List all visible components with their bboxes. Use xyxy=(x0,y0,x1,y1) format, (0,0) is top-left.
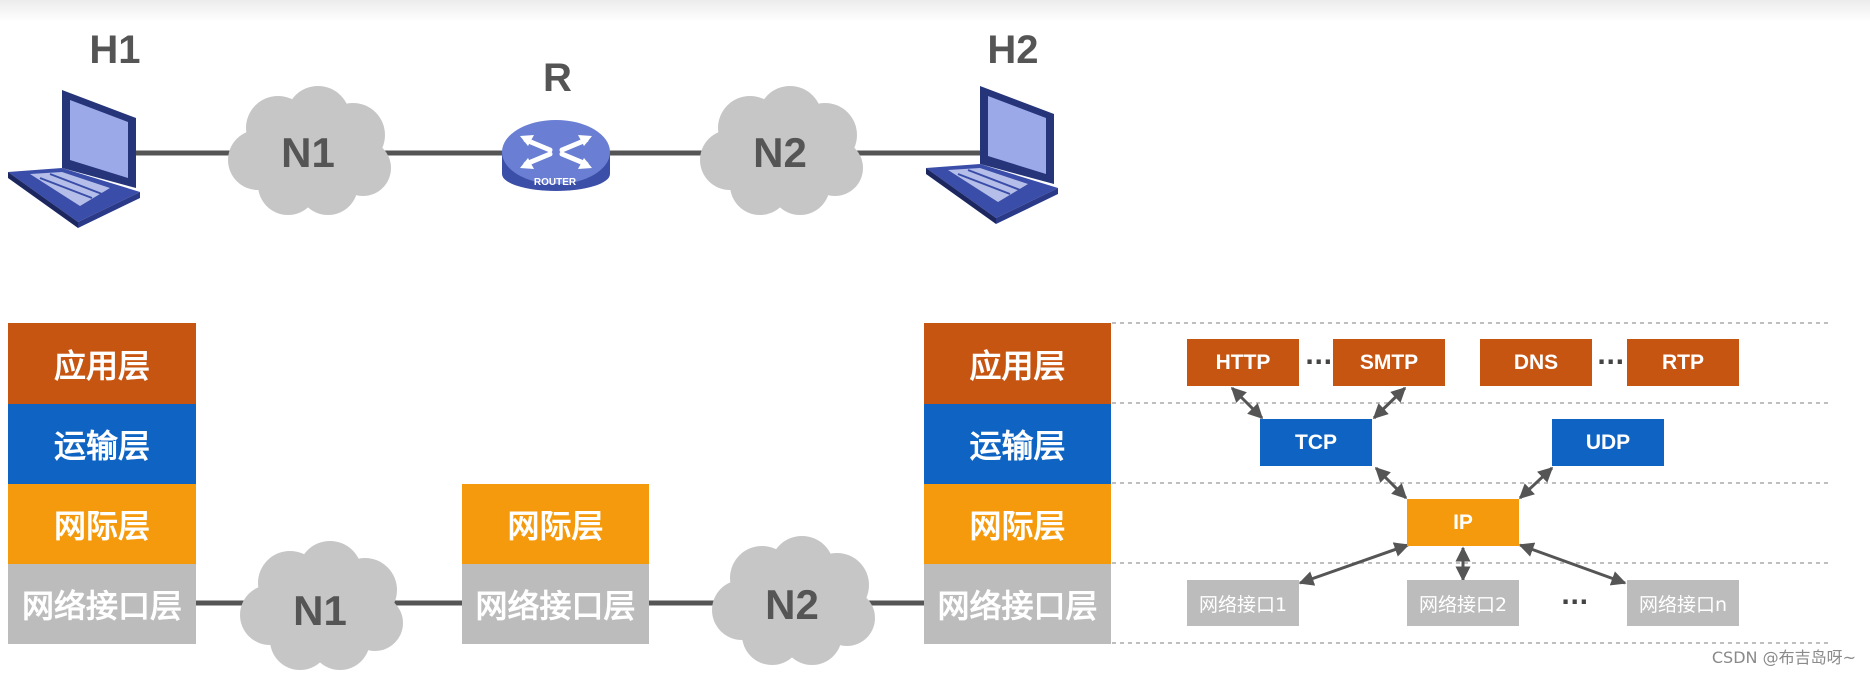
stack-right-interface: 网络接口层 xyxy=(924,564,1111,644)
cloud-n2-bottom-label: N2 xyxy=(765,581,819,628)
proto-ellipsis-1: ··· xyxy=(1305,348,1333,376)
proto-rtp: RTP xyxy=(1627,339,1739,386)
host-h1-label: H1 xyxy=(89,28,141,72)
watermark: CSDN @布吉岛呀~ xyxy=(1711,648,1856,667)
stack-middle-internet: 网际层 xyxy=(462,484,649,564)
laptop-icon-h1 xyxy=(8,90,140,228)
router-icon xyxy=(502,120,610,191)
proto-smtp: SMTP xyxy=(1333,339,1445,386)
stack-left-interface: 网络接口层 xyxy=(8,564,196,644)
stack-left-transport: 运输层 xyxy=(8,404,196,484)
laptop-icon-h2 xyxy=(926,86,1058,224)
stack-right-internet: 网际层 xyxy=(924,484,1111,564)
cloud-n2-top-label: N2 xyxy=(753,129,807,176)
cloud-n1-bottom-label: N1 xyxy=(293,587,347,634)
proto-ellipsis-2: ··· xyxy=(1597,348,1625,376)
proto-udp: UDP xyxy=(1552,419,1664,466)
iface-2: 网络接口2 xyxy=(1407,580,1519,626)
proto-dns: DNS xyxy=(1480,339,1592,386)
stack-right-transport: 运输层 xyxy=(924,404,1111,484)
protocol-arrows xyxy=(1230,386,1627,586)
stack-right-application: 应用层 xyxy=(924,323,1111,404)
stack-left-internet: 网际层 xyxy=(8,484,196,564)
iface-n: 网络接口n xyxy=(1627,580,1739,626)
host-h2-label: H2 xyxy=(987,28,1039,72)
stack-left-application: 应用层 xyxy=(8,323,196,404)
proto-tcp: TCP xyxy=(1260,419,1372,466)
cloud-n1-top-label: N1 xyxy=(281,129,335,176)
proto-ip: IP xyxy=(1407,499,1519,546)
router-r-label: R xyxy=(543,56,572,100)
iface-1: 网络接口1 xyxy=(1187,580,1299,626)
iface-ellipsis: ··· xyxy=(1561,588,1589,616)
top-shade xyxy=(0,0,1870,22)
proto-http: HTTP xyxy=(1187,339,1299,386)
stack-middle-interface: 网络接口层 xyxy=(462,564,649,644)
router-caption: ROUTER xyxy=(533,177,577,188)
